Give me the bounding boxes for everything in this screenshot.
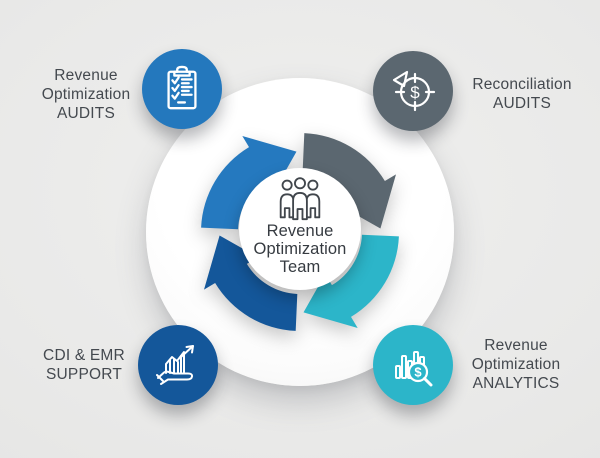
cycle-ring <box>201 133 399 331</box>
svg-text:$: $ <box>414 365 422 380</box>
analytics-segment <box>303 234 399 328</box>
node-label-line: CDI & EMR <box>43 347 125 364</box>
node-circle-cdi-emr-support <box>138 325 218 405</box>
node-label-line: Reconciliation <box>472 76 572 93</box>
bar-chart-magnifier-icon: $ <box>395 351 433 387</box>
center-label-line: Optimization <box>253 240 347 259</box>
node-circle-revenue-optimization-audits <box>142 49 222 129</box>
node-label-line: ANALYTICS <box>472 374 560 392</box>
node-label-line: Revenue <box>484 337 548 354</box>
center-circle: Revenue Optimization Team <box>239 168 361 290</box>
node-label-cdi-emr-support: CDI & EMR SUPPORT <box>14 347 154 385</box>
audits-segment <box>201 136 297 230</box>
node-label-revenue-optimization-audits: Revenue Optimization AUDITS <box>16 67 156 124</box>
center-label-line: Team <box>279 258 321 277</box>
reconciliation-segment <box>302 133 396 229</box>
node-label-line: Optimization <box>41 85 131 103</box>
clipboard-checklist-icon <box>167 65 197 110</box>
center-label-line: Revenue <box>266 222 334 240</box>
money-reconciliation-icon: $ <box>392 70 436 112</box>
node-label-line: AUDITS <box>56 104 116 122</box>
node-circle-revenue-optimization-analytics: $ <box>373 325 453 405</box>
support-segment <box>204 235 298 331</box>
center-label: Revenue Optimization Team <box>254 222 347 276</box>
node-label-line: Optimization <box>471 355 561 373</box>
team-people-icon <box>279 177 321 221</box>
svg-text:$: $ <box>410 83 420 102</box>
node-label-reconciliation-audits: Reconciliation AUDITS <box>452 76 592 114</box>
hand-growth-chart-icon <box>156 345 194 385</box>
node-label-line: SUPPORT <box>45 365 123 383</box>
node-label-revenue-optimization-analytics: Revenue Optimization ANALYTICS <box>446 337 586 394</box>
node-circle-reconciliation-audits: $ <box>373 51 453 131</box>
node-label-line: Revenue <box>54 67 118 84</box>
node-label-line: AUDITS <box>492 94 552 112</box>
